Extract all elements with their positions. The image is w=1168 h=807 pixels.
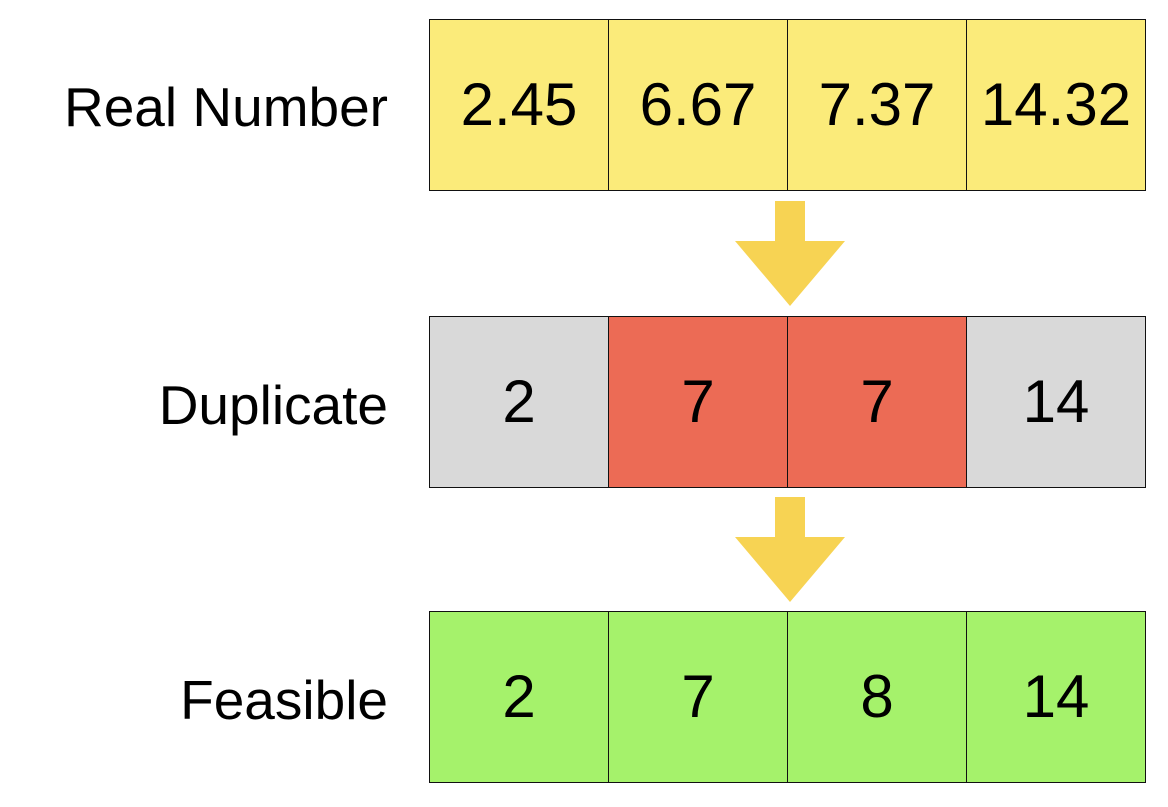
row-label-feasible: Feasible <box>180 669 388 731</box>
real-number-cell: 7.37 <box>787 20 966 190</box>
duplicate-cell: 14 <box>966 317 1145 487</box>
feasible-cell: 2 <box>430 612 608 782</box>
down-arrow-icon <box>735 497 845 602</box>
feasible-cell: 8 <box>787 612 966 782</box>
real-number-cell: 14.32 <box>966 20 1145 190</box>
row-label-duplicate: Duplicate <box>158 374 388 436</box>
real-number-cell: 6.67 <box>608 20 787 190</box>
real-number-row: 2.45 6.67 7.37 14.32 <box>429 19 1146 191</box>
feasible-row: 2 7 8 14 <box>429 611 1146 783</box>
feasible-cell: 14 <box>966 612 1145 782</box>
duplicate-cell-conflict: 7 <box>608 317 787 487</box>
duplicate-row: 2 7 7 14 <box>429 316 1146 488</box>
feasible-cell: 7 <box>608 612 787 782</box>
row-label-real-number: Real Number <box>63 76 388 138</box>
down-arrow-icon <box>735 201 845 306</box>
duplicate-cell-conflict: 7 <box>787 317 966 487</box>
real-number-cell: 2.45 <box>430 20 608 190</box>
duplicate-cell: 2 <box>430 317 608 487</box>
